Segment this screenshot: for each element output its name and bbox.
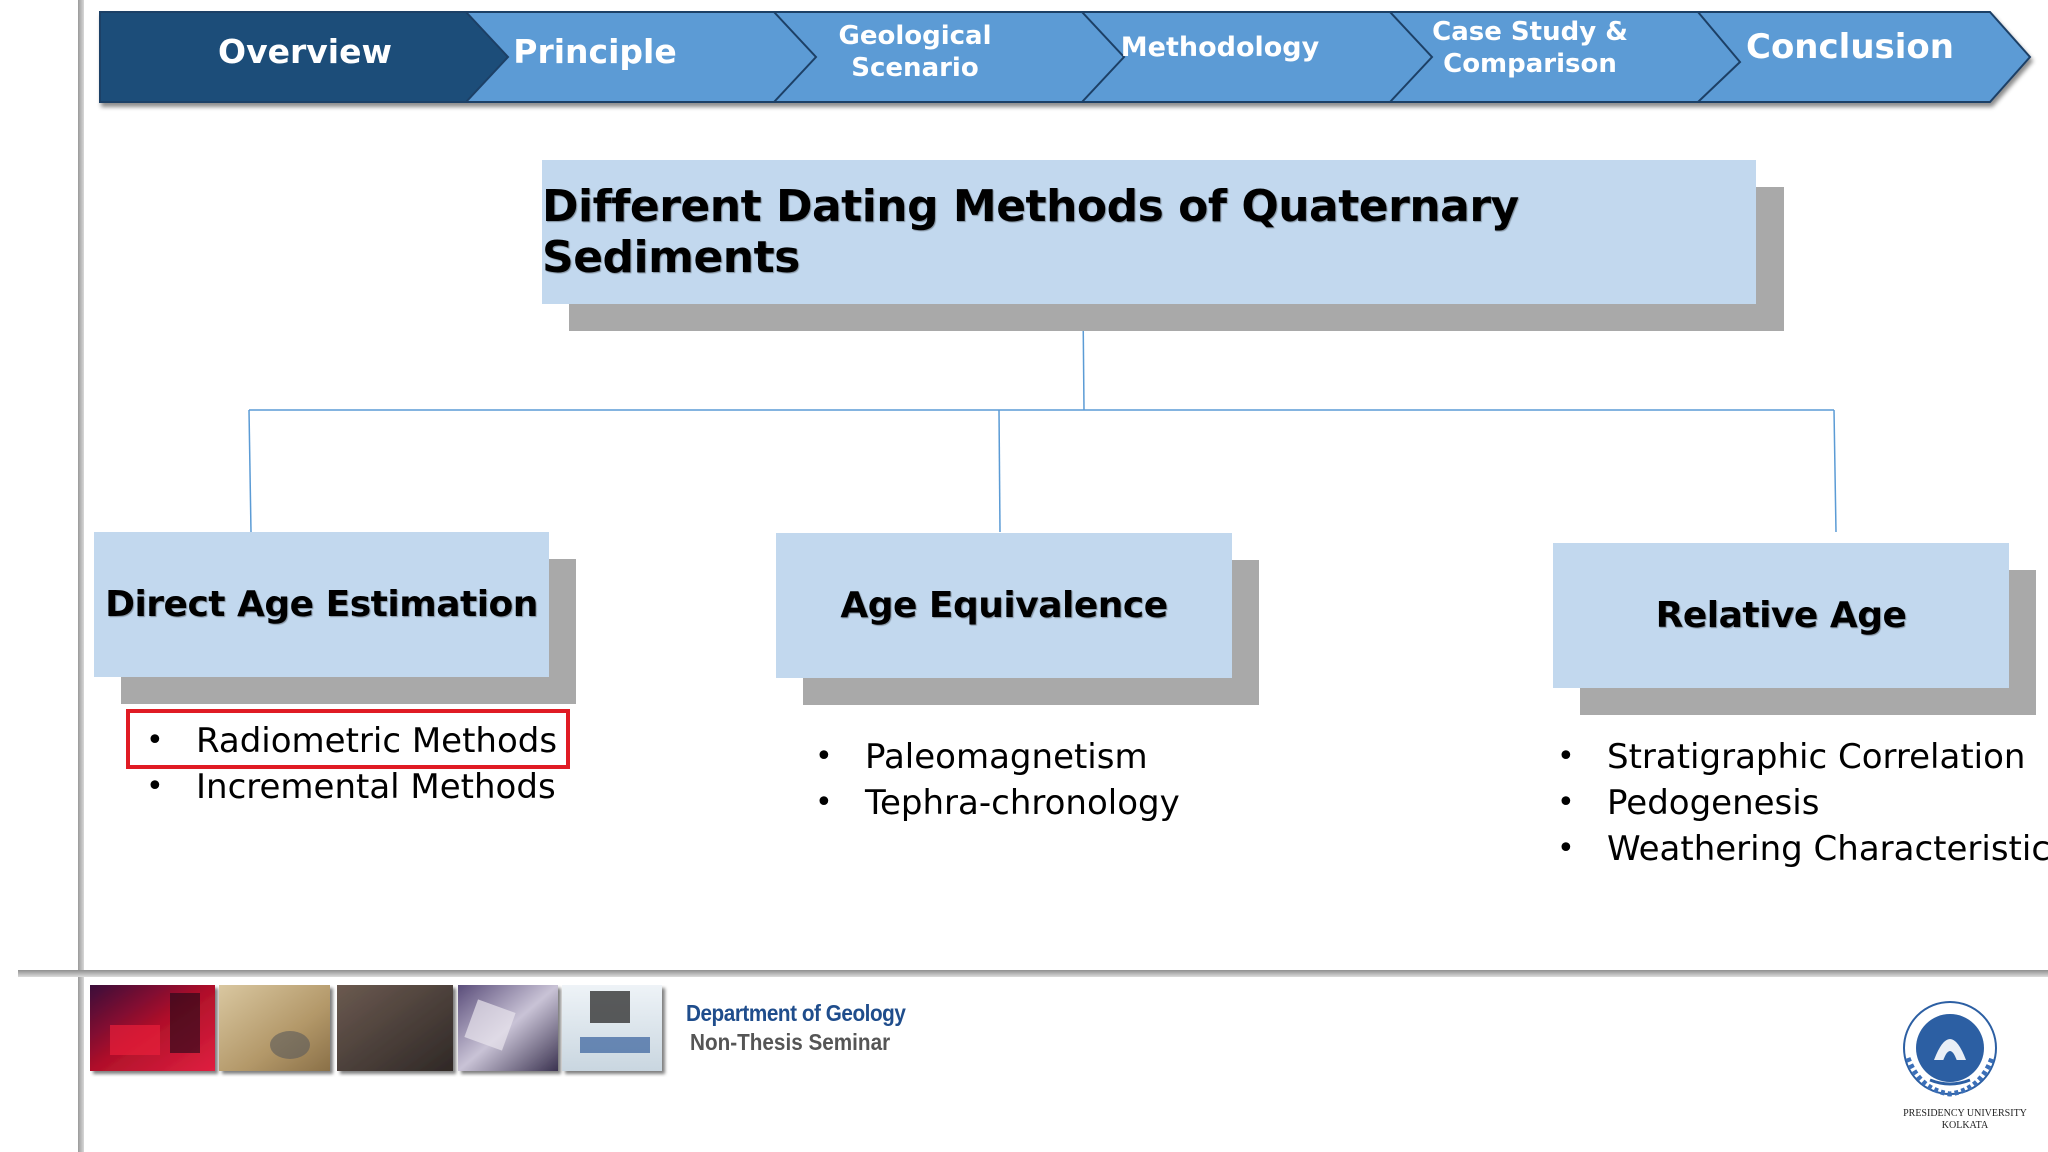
nav-label-case-study: Case Study & Comparison <box>1432 16 1628 80</box>
department-name: Department of Geology <box>686 1000 906 1026</box>
list-item: •Radiometric Methods <box>146 721 558 761</box>
list-item: •Pedogenesis <box>1557 783 1820 823</box>
university-logo-text: PRESIDENCY UNIVERSITY KOLKATA <box>1903 1108 2027 1131</box>
diagram-title: Different Dating Methods of Quaternary S… <box>542 160 1756 304</box>
nav-chevron-shapes <box>99 11 2032 103</box>
thumbnail-sediment-image <box>219 985 330 1071</box>
university-logo-icon <box>1903 1001 1997 1097</box>
footer-thumbnails <box>90 985 662 1071</box>
category-age-equivalence: Age Equivalence <box>776 533 1232 678</box>
footer-horizontal-rule <box>18 970 2048 977</box>
footer-image-strip <box>90 985 670 1082</box>
seminar-name: Non-Thesis Seminar <box>690 1029 891 1055</box>
nav-label-geological-scenario: Geological Scenario <box>838 20 992 84</box>
nav-chevron-overview[interactable] <box>99 11 510 103</box>
list-item: •Paleomagnetism <box>815 737 1148 777</box>
nav-label-principle: Principle <box>513 32 677 72</box>
list-item: •Stratigraphic Correlation <box>1557 737 2026 777</box>
relative-age-methods-list: •Stratigraphic Correlation •Pedogenesis … <box>1545 734 2048 872</box>
list-item: •Incremental Methods <box>146 767 556 807</box>
left-vertical-rule <box>78 0 84 1152</box>
nav-label-conclusion: Conclusion <box>1746 26 1954 67</box>
highlight-box <box>126 709 570 769</box>
direct-age-methods-list: •Radiometric Methods •Incremental Method… <box>134 718 557 810</box>
list-item: •Tephra-chronology <box>815 783 1180 823</box>
list-item: •Weathering Characteristics <box>1557 829 2048 869</box>
thumbnail-rock-image <box>337 985 453 1071</box>
nav-label-methodology: Methodology <box>1120 32 1320 64</box>
category-direct-age-estimation: Direct Age Estimation <box>94 532 549 677</box>
category-relative-age: Relative Age <box>1553 543 2009 688</box>
section-navigation: Overview Principle Geological Scenario M… <box>99 11 2035 106</box>
nav-label-overview: Overview <box>218 32 392 72</box>
age-equivalence-methods-list: •Paleomagnetism •Tephra-chronology <box>803 734 1180 826</box>
